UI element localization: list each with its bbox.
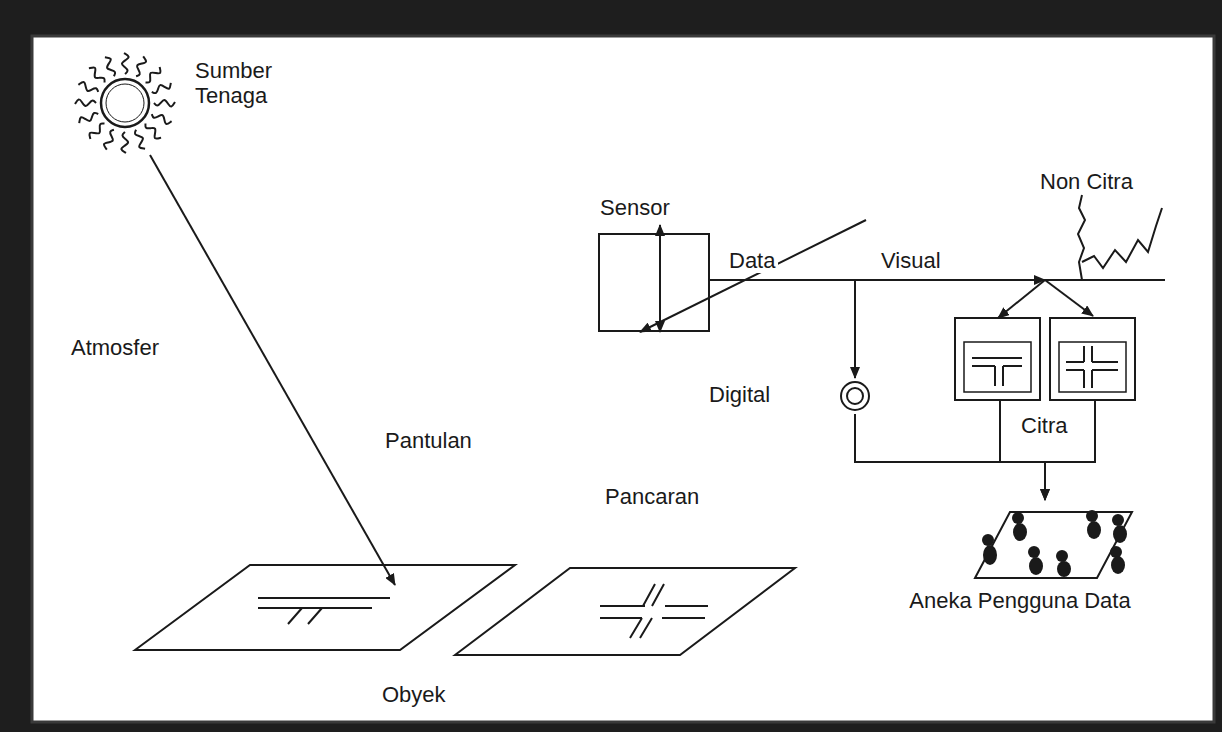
non-image-output: Non Citra bbox=[1038, 165, 1212, 290]
sensor-outline bbox=[598, 233, 710, 332]
object-plates bbox=[135, 565, 795, 655]
connector-arrow bbox=[659, 225, 661, 332]
edge-label: Pantulan bbox=[382, 428, 475, 453]
connector-arrow bbox=[150, 155, 395, 585]
connector-arrow bbox=[855, 414, 1045, 500]
sun-ray bbox=[135, 130, 145, 149]
sun-ray bbox=[89, 123, 104, 139]
sun-ray bbox=[104, 130, 114, 150]
node-label: Sensor bbox=[600, 195, 670, 220]
connector-arrow bbox=[710, 279, 1045, 281]
digital-symbol bbox=[838, 379, 872, 413]
sun-ray bbox=[121, 132, 128, 153]
sun-ray bbox=[78, 82, 98, 92]
energy-source: Sumber Tenaga bbox=[88, 58, 353, 158]
edge-label: Visual bbox=[878, 248, 944, 273]
sun-ray bbox=[75, 99, 96, 106]
connector-arrow bbox=[710, 280, 855, 378]
edge-label: Data bbox=[726, 248, 778, 273]
sun-icon bbox=[75, 53, 175, 153]
sun-ray bbox=[146, 67, 161, 83]
digital-output: Digital bbox=[705, 378, 875, 414]
sun-ray bbox=[145, 124, 161, 139]
non-image-graph bbox=[1045, 195, 1165, 280]
sun-ray bbox=[152, 83, 171, 93]
panel bbox=[32, 36, 1214, 722]
node-label: Citra bbox=[1021, 413, 1067, 438]
edge-label: Atmosfer bbox=[68, 335, 162, 360]
node-label: Aneka Pengguna Data bbox=[900, 588, 1140, 613]
users-illustration bbox=[975, 510, 1132, 578]
node-label: Non Citra bbox=[1040, 169, 1133, 194]
image-frames bbox=[955, 280, 1135, 462]
data-users: Aneka Pengguna Data bbox=[900, 500, 1144, 660]
connector-arrow bbox=[640, 220, 866, 332]
object-group: Obyek bbox=[130, 560, 800, 715]
sun-ray bbox=[136, 56, 146, 76]
node-label: Digital bbox=[709, 382, 770, 407]
image-output: Citra bbox=[955, 318, 1140, 448]
node-label: Sumber Tenaga bbox=[195, 58, 295, 108]
node-label: Obyek bbox=[382, 682, 446, 707]
edge-label: Pancaran bbox=[602, 484, 702, 509]
sun-ray bbox=[79, 113, 98, 123]
sun-ray bbox=[89, 67, 105, 82]
sun-ray bbox=[105, 57, 115, 76]
sun-ray bbox=[122, 53, 129, 74]
connector-arrow bbox=[998, 280, 1045, 318]
sensor-box: Sensor bbox=[598, 195, 710, 332]
sun-ray bbox=[154, 100, 175, 107]
sun-ray bbox=[152, 114, 172, 124]
